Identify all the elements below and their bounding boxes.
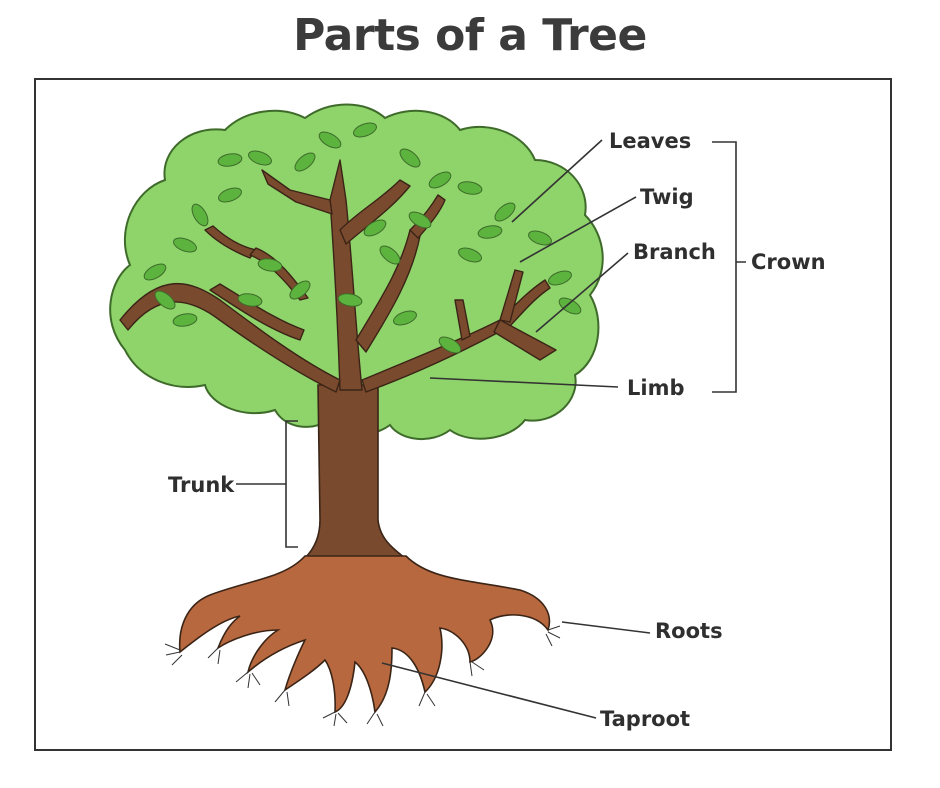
leaf-icon [399, 148, 421, 168]
leaf-icon [248, 150, 272, 166]
leaf-icon [353, 122, 377, 138]
leaf-icon [289, 280, 311, 300]
twig-label: Twig [640, 185, 694, 209]
leaf-cluster [143, 122, 582, 354]
leaf-icon [217, 153, 243, 167]
leaf-icon [458, 247, 482, 263]
taproot-leader [381, 662, 597, 719]
leaf-icon [237, 293, 263, 307]
leaf-icon [393, 310, 417, 326]
leaf-icon [154, 290, 176, 310]
leaf-icon [218, 187, 242, 203]
leaf-icon [494, 202, 516, 222]
branch-leader [535, 252, 629, 333]
taproot-label: Taproot [600, 707, 690, 731]
limb-leader [429, 377, 619, 388]
leaf-icon [294, 152, 316, 172]
roots-leader [561, 621, 651, 634]
branch-label: Branch [633, 240, 716, 264]
leaf-icon [379, 245, 401, 265]
leaf-icon [257, 258, 283, 272]
leaves-leader [511, 139, 603, 223]
leaf-icon [528, 230, 552, 246]
crown-bracket [712, 141, 746, 393]
leaf-icon [363, 219, 387, 237]
trunk-label: Trunk [168, 473, 235, 497]
trunk-bracket [285, 420, 298, 548]
leaf-icon [428, 171, 452, 189]
leader-lines [236, 139, 651, 719]
limb-label: Limb [627, 376, 685, 400]
leaf-icon [143, 263, 167, 281]
leaf-icon [318, 131, 342, 149]
root-collar [178, 555, 551, 714]
leaf-icon [173, 237, 197, 253]
leaf-icon [408, 211, 432, 229]
leaf-icon [477, 225, 503, 239]
root-hairs [164, 625, 561, 727]
leaves-label: Leaves [609, 129, 691, 153]
leaf-icon [438, 336, 462, 354]
leaf-icon [457, 181, 483, 195]
roots-label: Roots [655, 619, 723, 643]
leaf-icon [337, 293, 363, 307]
twig-leader [519, 196, 637, 263]
diagram-frame [34, 78, 892, 751]
leaf-icon [191, 203, 209, 227]
branch-structure [119, 159, 557, 393]
leaf-icon [548, 270, 572, 286]
leaf-icon [172, 313, 198, 327]
crown-label: Crown [751, 250, 826, 274]
diagram-title: Parts of a Tree [293, 10, 647, 61]
